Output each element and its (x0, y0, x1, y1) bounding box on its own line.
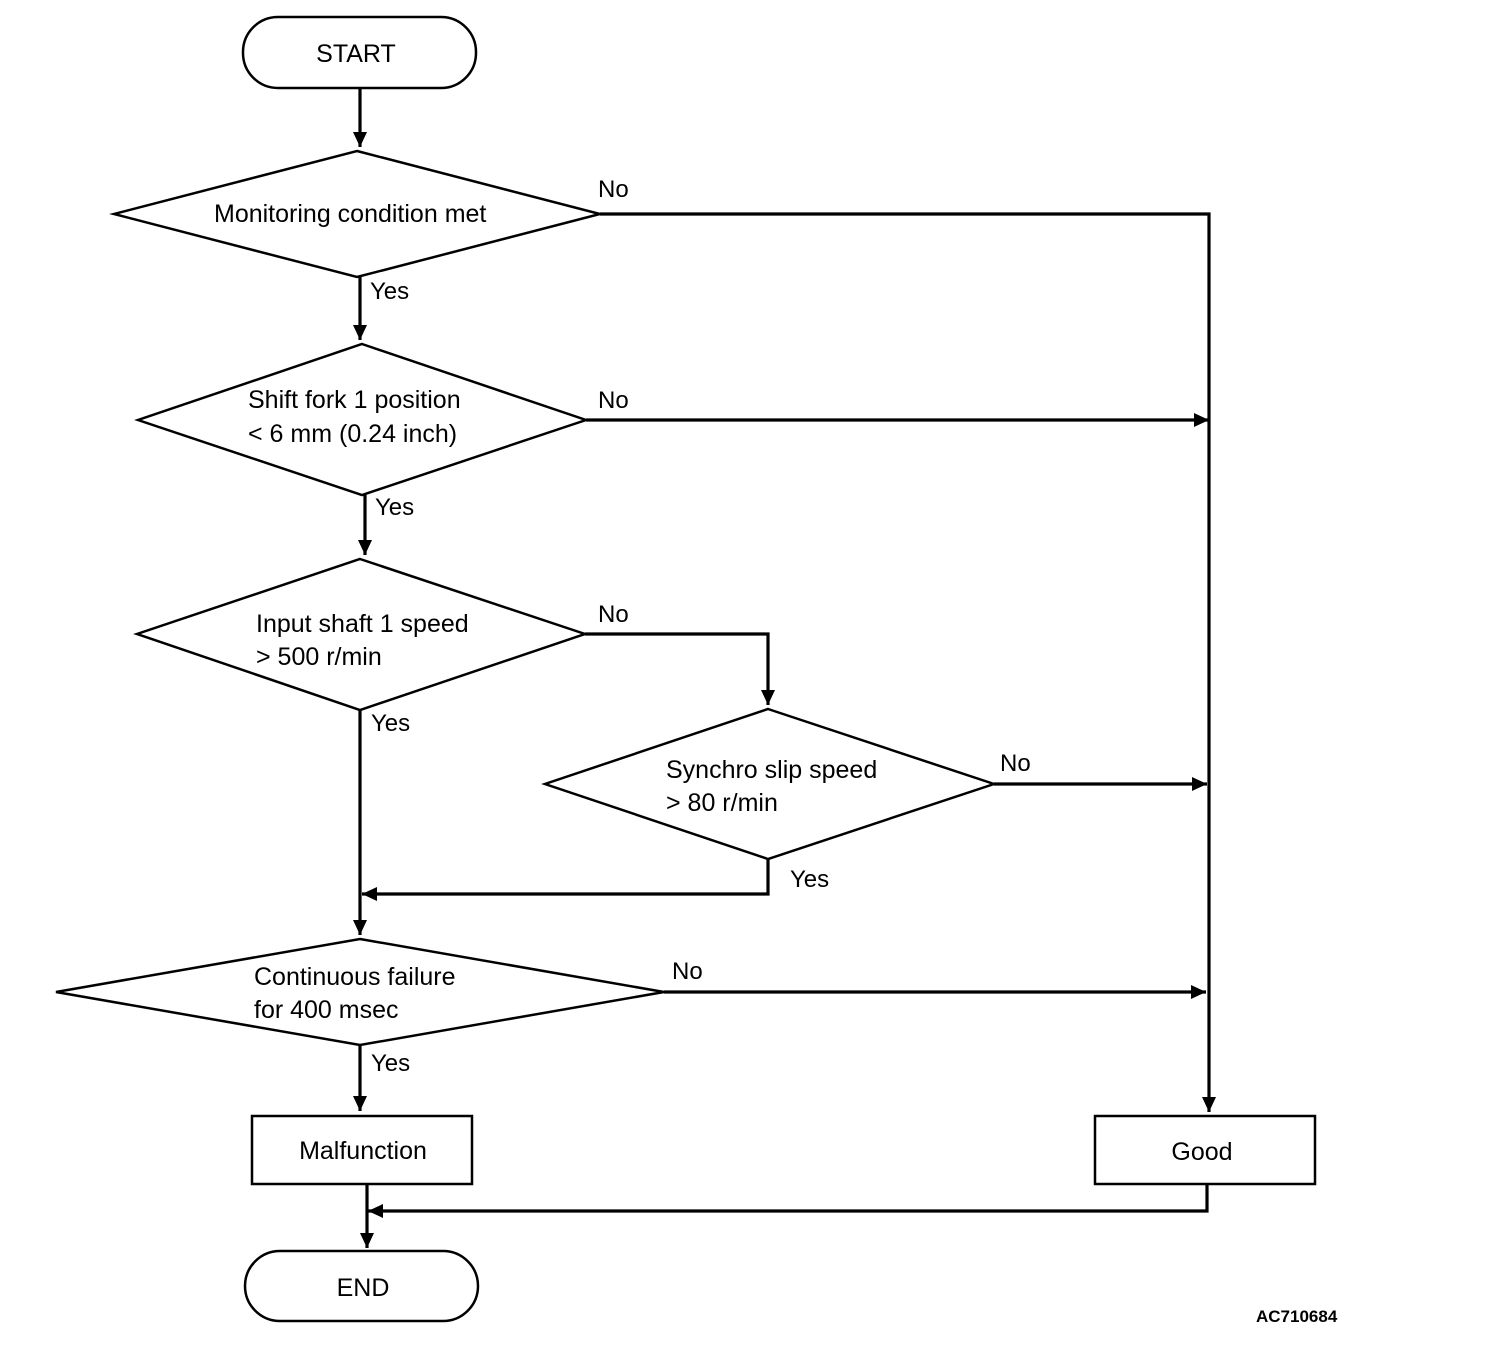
start-label: START (316, 40, 396, 68)
shift-fork-no-label: No (598, 387, 629, 414)
arrow-synchro-yes (362, 859, 770, 901)
monitoring-yes-label: Yes (370, 278, 409, 305)
figure-id-label: AC710684 (1256, 1307, 1338, 1326)
edge-labels: No Yes No Yes No Yes No Yes No Yes (370, 176, 1031, 1077)
synchro-yes-label: Yes (790, 866, 829, 893)
line-monitoring-no (600, 212, 1216, 1112)
input-shaft-text-line2: > 500 r/min (256, 643, 382, 671)
continuous-no-label: No (672, 958, 703, 985)
start-terminal: START (241, 15, 478, 90)
input-shaft-decision: Input shaft 1 speed > 500 r/min (133, 557, 589, 712)
arrow-good-to-end (368, 1184, 1209, 1218)
connectors (353, 88, 1216, 1248)
input-shaft-text-line1: Input shaft 1 speed (256, 610, 469, 638)
synchro-slip-text-line2: > 80 r/min (666, 789, 778, 817)
end-terminal: END (243, 1249, 480, 1323)
continuous-failure-text-line2: for 400 msec (254, 996, 399, 1024)
end-label: END (337, 1274, 390, 1302)
shift-fork-yes-label: Yes (375, 494, 414, 521)
good-label: Good (1171, 1138, 1232, 1166)
synchro-slip-decision: Synchro slip speed > 80 r/min (541, 707, 998, 861)
arrow-input-shaft-no (585, 632, 775, 705)
shift-fork-decision: Shift fork 1 position < 6 mm (0.24 inch) (134, 342, 590, 497)
malfunction-box: Malfunction (250, 1114, 474, 1186)
continuous-yes-label: Yes (371, 1050, 410, 1077)
monitoring-condition-text: Monitoring condition met (214, 200, 486, 228)
synchro-slip-text-line1: Synchro slip speed (666, 756, 877, 784)
shift-fork-text-line2: < 6 mm (0.24 inch) (248, 420, 457, 448)
input-shaft-yes-label: Yes (371, 710, 410, 737)
continuous-failure-decision: Continuous failure for 400 msec (55, 937, 665, 1047)
input-shaft-no-label: No (598, 601, 629, 628)
monitoring-condition-decision: Monitoring condition met (109, 149, 605, 279)
good-box: Good (1093, 1114, 1317, 1186)
continuous-failure-text-line1: Continuous failure (254, 963, 456, 991)
malfunction-label: Malfunction (299, 1137, 427, 1165)
monitoring-no-label: No (598, 176, 629, 203)
shift-fork-text-line1: Shift fork 1 position (248, 386, 461, 414)
synchro-no-label: No (1000, 750, 1031, 777)
